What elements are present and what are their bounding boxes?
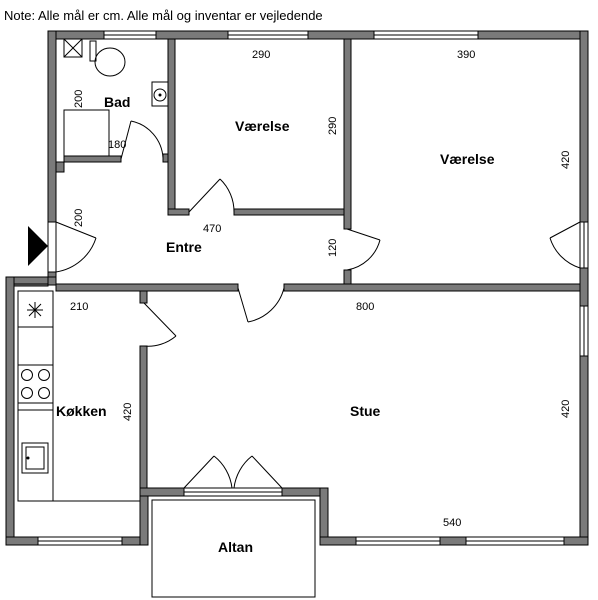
fixtures	[17, 38, 169, 502]
bath-sink-icon	[151, 81, 169, 107]
dim-stue-width-bottom: 540	[443, 517, 461, 529]
dimension-labels: 200 180 290 290 390 420 200 470 120 210 …	[70, 49, 572, 529]
dim-entre-height: 200	[73, 209, 85, 227]
room-label-entre: Entre	[166, 239, 202, 255]
room-label-bad: Bad	[104, 94, 130, 110]
dim-stue-height: 420	[560, 400, 572, 418]
dim-vaerelse-large-height: 420	[560, 151, 572, 169]
dim-koekken-width: 210	[70, 301, 88, 313]
shower-area	[63, 109, 110, 157]
balcony-outline	[151, 499, 316, 598]
room-label-stue: Stue	[350, 403, 381, 419]
bath-box-icon	[63, 38, 83, 58]
dim-bad-width: 180	[108, 139, 126, 151]
stove-icon	[17, 364, 54, 404]
kitchen-vent-icon	[27, 302, 43, 318]
dim-stue-width-top: 800	[356, 301, 374, 313]
dim-bad-height: 200	[73, 90, 85, 108]
toilet-icon	[89, 40, 126, 77]
room-label-koekken: Køkken	[56, 403, 107, 419]
kitchen-sink-icon	[21, 442, 49, 474]
room-label-vaerelse-large: Værelse	[440, 151, 495, 167]
entrance-arrow-icon	[28, 226, 48, 266]
dim-entre-passage: 120	[327, 239, 339, 257]
room-label-altan: Altan	[218, 539, 253, 555]
dim-vaerelse-small-height: 290	[327, 117, 339, 135]
plan-note: Note: Alle mål er cm. Alle mål og invent…	[4, 8, 323, 23]
dim-koekken-height: 420	[122, 403, 134, 421]
interior-walls	[13, 38, 581, 489]
dim-vaerelse-large-width: 390	[457, 49, 475, 61]
windows	[37, 30, 589, 546]
entrance-door-frame	[47, 221, 57, 273]
dim-entre-width: 470	[203, 223, 221, 235]
room-label-vaerelse-small: Værelse	[235, 118, 290, 134]
doors	[55, 120, 581, 489]
dim-vaerelse-small-width: 290	[252, 49, 270, 61]
room-labels: Bad Værelse Værelse Entre Køkken Stue Al…	[56, 94, 495, 555]
